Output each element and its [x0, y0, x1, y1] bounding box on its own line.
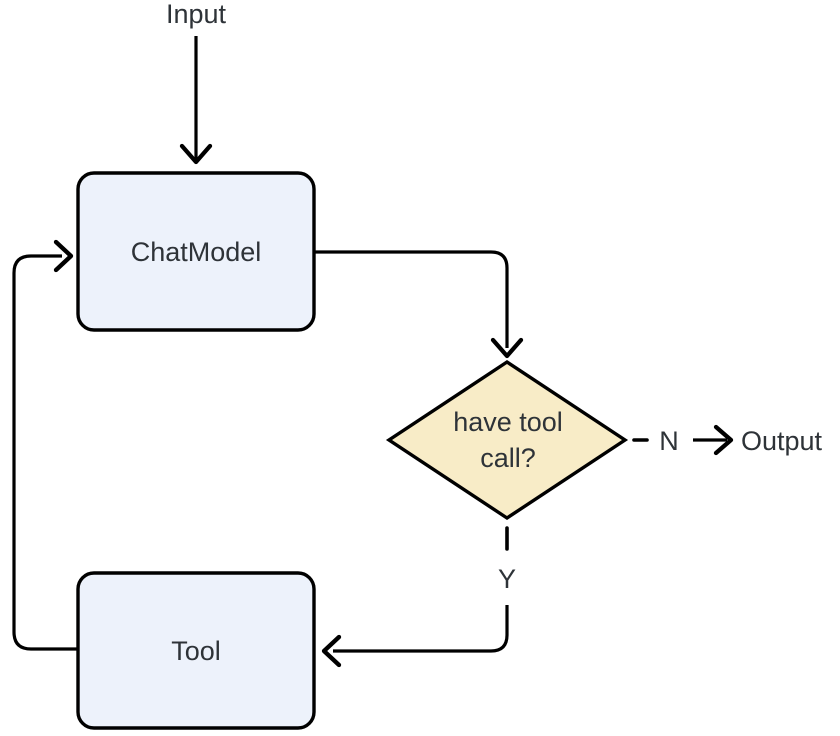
decision-label-line1: have tool — [453, 407, 563, 437]
arrow-right-icon — [53, 239, 74, 273]
tool-label: Tool — [171, 636, 221, 666]
input-label: Input — [166, 0, 227, 29]
no-branch-edge: N Output — [632, 424, 823, 456]
chatmodel-node: ChatModel — [76, 171, 316, 332]
arrow-left-icon — [321, 634, 342, 668]
yes-branch-edge: Y — [321, 526, 516, 668]
arrow-down-icon — [179, 143, 213, 165]
arrow-shaft — [314, 250, 509, 348]
tool-to-chatmodel-arrow — [12, 239, 78, 651]
yes-branch-label: Y — [498, 564, 516, 594]
output-label: Output — [741, 426, 823, 456]
arrow-right-icon — [713, 424, 734, 456]
arrow-shaft — [12, 254, 78, 651]
arrow-shaft — [333, 605, 509, 653]
tool-node: Tool — [76, 571, 316, 730]
chatmodel-label: ChatModel — [131, 237, 262, 267]
arrow-down-icon — [490, 337, 524, 359]
decision-label-line2: call? — [480, 443, 536, 473]
decision-node: have tool call? — [385, 359, 629, 521]
chatmodel-to-decision-arrow — [314, 250, 524, 359]
decision-diamond — [385, 359, 629, 521]
no-branch-label: N — [659, 426, 679, 456]
input-to-chatmodel-arrow — [179, 36, 213, 165]
